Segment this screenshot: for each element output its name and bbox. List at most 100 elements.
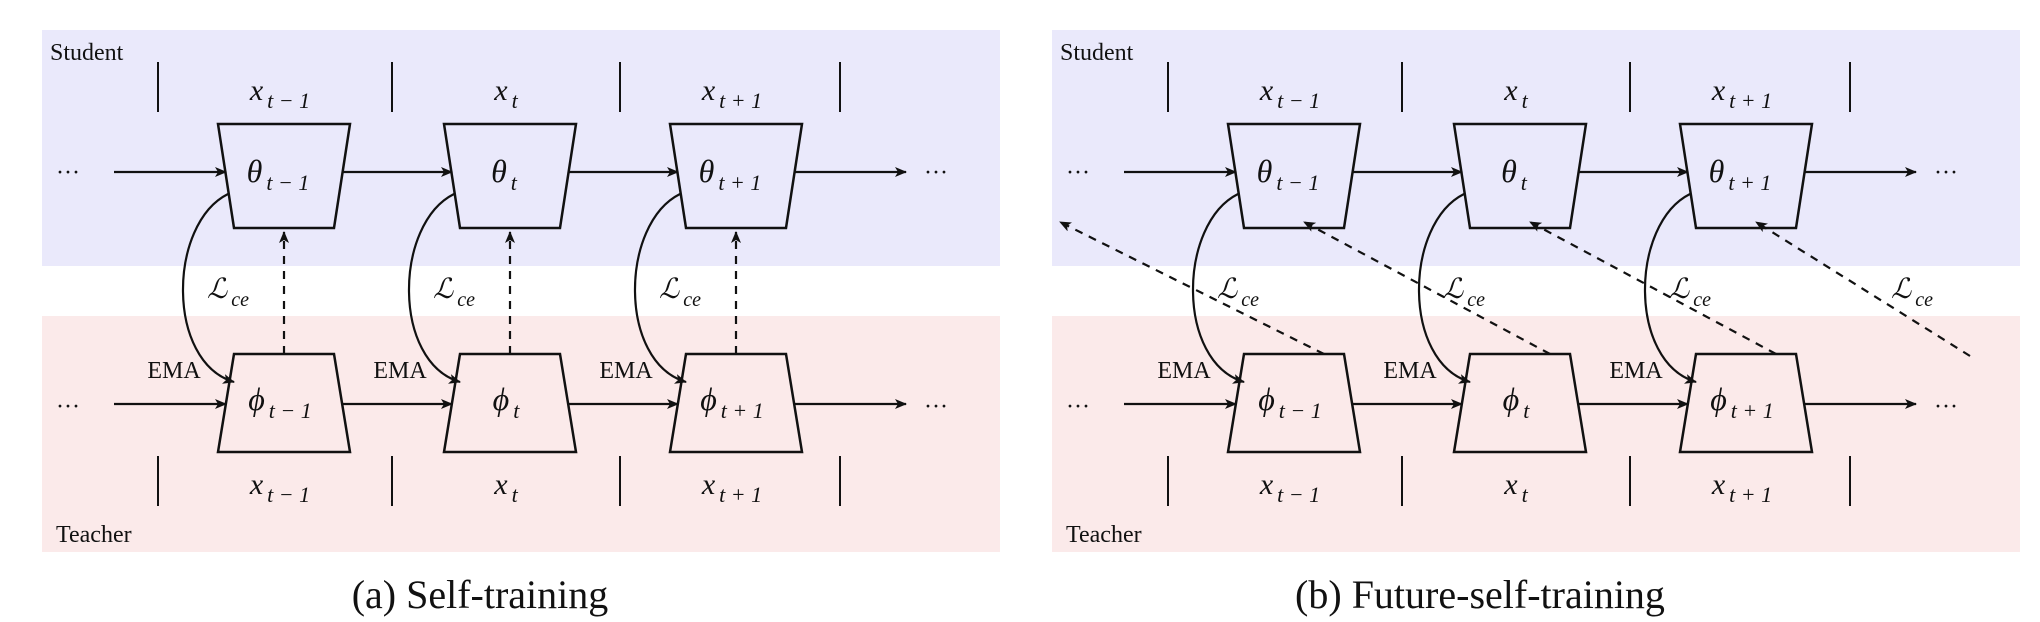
loss-label-sub: ce bbox=[1467, 289, 1485, 311]
student-band bbox=[42, 30, 1000, 266]
student-band bbox=[1052, 30, 2020, 266]
student-model-node bbox=[1678, 122, 1814, 230]
ema-update-arrow bbox=[181, 193, 235, 384]
teacher-input-x-sub: t − 1 bbox=[267, 482, 310, 507]
student-input-x-base: x bbox=[1503, 74, 1518, 107]
student-theta-label-base: θ bbox=[1501, 153, 1517, 189]
student-model-node bbox=[216, 122, 352, 230]
ema-label: EMA bbox=[373, 358, 427, 384]
ema-label: EMA bbox=[1157, 358, 1211, 384]
student-input-x-sub: t + 1 bbox=[1729, 88, 1772, 113]
ellipsis-right: ··· bbox=[1934, 394, 1958, 420]
teacher-phi-label-base: ϕ bbox=[1710, 381, 1727, 417]
ellipsis-right: ··· bbox=[924, 394, 948, 420]
teacher-input-x-sub: t + 1 bbox=[719, 482, 762, 507]
ellipsis-left: ··· bbox=[56, 394, 80, 420]
loss-label-sub: ce bbox=[457, 289, 475, 311]
teacher-model-node bbox=[1678, 352, 1814, 454]
teacher-label: Teacher bbox=[1066, 522, 1142, 548]
teacher-model-node bbox=[1452, 352, 1588, 454]
teacher-model-node bbox=[668, 352, 804, 454]
loss-label-sub: ce bbox=[1693, 289, 1711, 311]
teacher-phi-label-base: ϕ bbox=[248, 381, 265, 417]
loss-label-base: ℒ bbox=[659, 274, 680, 305]
student-theta-label-base: θ bbox=[247, 153, 263, 189]
student-theta-label-sub: t − 1 bbox=[1276, 170, 1319, 195]
teacher-phi-label-base: ϕ bbox=[1258, 381, 1275, 417]
loss-label-base: ℒ bbox=[1669, 274, 1690, 305]
student-theta-label-base: θ bbox=[1257, 153, 1273, 189]
future-loss-dashed-arrow bbox=[1529, 221, 1777, 355]
ellipsis-right: ··· bbox=[1934, 160, 1958, 186]
student-theta-label-sub: t + 1 bbox=[718, 170, 761, 195]
future-loss-dashed-arrow bbox=[1303, 221, 1551, 355]
ellipsis-left: ··· bbox=[1066, 394, 1090, 420]
student-model-node bbox=[442, 122, 578, 230]
student-model-node bbox=[668, 122, 804, 230]
student-theta-label-sub: t bbox=[511, 170, 518, 195]
loss-label-sub: ce bbox=[1915, 289, 1933, 311]
student-input-x-sub: t − 1 bbox=[267, 88, 310, 113]
loss-label-sub: ce bbox=[683, 289, 701, 311]
student-model-node bbox=[1452, 122, 1588, 230]
student-theta-label-base: θ bbox=[491, 153, 507, 189]
ellipsis-left: ··· bbox=[56, 160, 80, 186]
student-theta-label-sub: t + 1 bbox=[1728, 170, 1771, 195]
student-label: Student bbox=[1060, 40, 1134, 66]
teacher-phi-label-sub: t bbox=[513, 398, 520, 423]
teacher-phi-label-base: ϕ bbox=[700, 381, 717, 417]
student-input-x-sub: t + 1 bbox=[719, 88, 762, 113]
student-input-x-base: x bbox=[701, 74, 716, 107]
teacher-phi-label-sub: t + 1 bbox=[721, 398, 764, 423]
teacher-band bbox=[1052, 316, 2020, 552]
student-input-x-sub: t bbox=[1522, 88, 1529, 113]
teacher-band bbox=[42, 316, 1000, 552]
loss-label-base: ℒ bbox=[1891, 274, 1912, 305]
teacher-input-x-base: x bbox=[1259, 468, 1274, 501]
future-loss-dashed-arrow bbox=[1059, 221, 1325, 355]
loss-label-sub: ce bbox=[1241, 289, 1259, 311]
teacher-model-node bbox=[216, 352, 352, 454]
ema-update-arrow bbox=[1417, 193, 1471, 384]
teacher-input-x-base: x bbox=[1711, 468, 1726, 501]
teacher-input-x-sub: t + 1 bbox=[1729, 482, 1772, 507]
student-input-x-sub: t − 1 bbox=[1277, 88, 1320, 113]
teacher-input-x-sub: t bbox=[512, 482, 519, 507]
ema-label: EMA bbox=[1383, 358, 1437, 384]
student-label: Student bbox=[50, 40, 124, 66]
ema-update-arrow bbox=[633, 193, 687, 384]
ema-update-arrow bbox=[407, 193, 461, 384]
ema-update-arrow bbox=[1643, 193, 1697, 384]
ellipsis-left: ··· bbox=[1066, 160, 1090, 186]
student-theta-label-sub: t − 1 bbox=[266, 170, 309, 195]
loss-label-sub: ce bbox=[231, 289, 249, 311]
student-model-node bbox=[1226, 122, 1362, 230]
teacher-input-x-base: x bbox=[249, 468, 264, 501]
teacher-input-x-sub: t − 1 bbox=[1277, 482, 1320, 507]
teacher-phi-label-sub: t − 1 bbox=[1279, 398, 1322, 423]
loss-label-base: ℒ bbox=[1217, 274, 1238, 305]
teacher-phi-label-sub: t bbox=[1523, 398, 1530, 423]
student-theta-label-base: θ bbox=[699, 153, 715, 189]
teacher-model-node bbox=[442, 352, 578, 454]
teacher-model-node bbox=[1226, 352, 1362, 454]
teacher-input-x-base: x bbox=[701, 468, 716, 501]
